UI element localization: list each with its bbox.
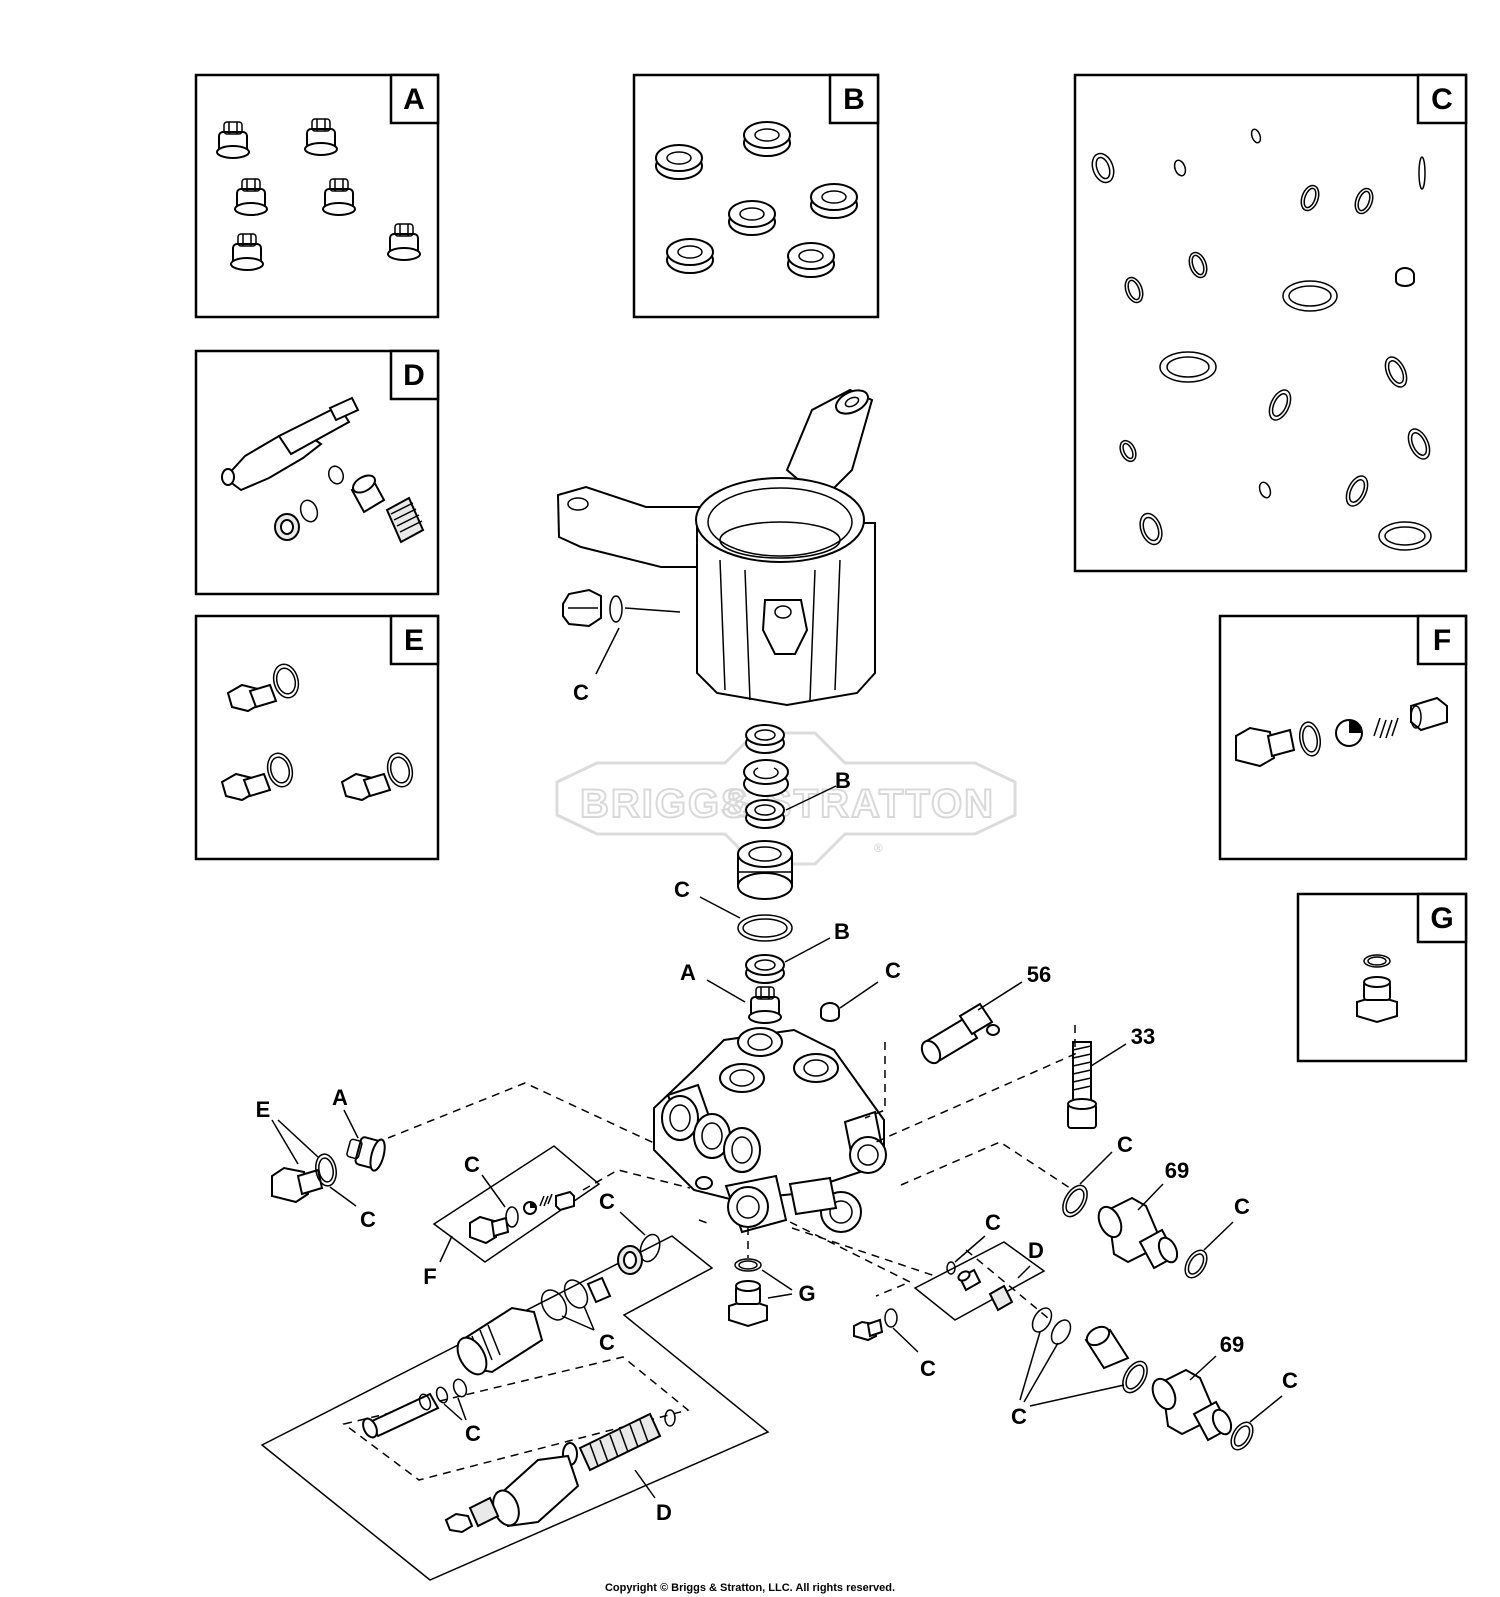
callout-e-left: E (256, 1097, 271, 1122)
left-plug-and-valve: E A C (256, 1085, 386, 1232)
kit-f-letter: F (1433, 624, 1451, 657)
pump-manifold (653, 1027, 887, 1234)
callout-d-small: D (1028, 1238, 1044, 1263)
drain-plug-kit (1356, 954, 1398, 1024)
watermark-brand-left: BRIGGS (580, 782, 750, 826)
watermark-registered: ® (874, 841, 883, 855)
callout-c-left: C (360, 1207, 376, 1232)
copyright-notice: Copyright © Briggs & Stratton, LLC. All … (604, 1582, 896, 1594)
callout-c-unloader-2: C (599, 1330, 615, 1355)
small-cap: C (820, 958, 901, 1022)
callout-c-69-top-right: C (1234, 1194, 1250, 1219)
kit-b-letter: B (843, 83, 865, 116)
relief-valve-kit (1235, 696, 1448, 768)
callout-c-69-bottom-right: C (1282, 1368, 1298, 1393)
callout-c-bottom-plug: C (920, 1356, 936, 1381)
kit-d-spring (390, 502, 423, 533)
callout-d-unloader: D (656, 1500, 672, 1525)
brand-watermark: BRIGGS & STRATTON ® (555, 731, 1017, 866)
callout-c-d-small: C (985, 1210, 1001, 1235)
kit-box-g: G (1296, 892, 1468, 1063)
callout-c-cluster: C (1011, 1404, 1027, 1429)
relief-valve-group-f: C F (423, 1145, 601, 1289)
pump-housing (556, 388, 876, 707)
assembly-dashed-lines (387, 1025, 1076, 1319)
callout-c-unloader-3: C (465, 1421, 481, 1446)
top-check-valve: A (680, 960, 782, 1024)
callout-a-top: A (680, 960, 696, 985)
fitting-69-upper: C 69 C (1062, 1132, 1250, 1279)
kit-box-a: A (194, 73, 440, 319)
callout-c-housing-plug: C (573, 680, 589, 705)
callout-f-kit: F (423, 1264, 436, 1289)
callout-b-lower: B (834, 919, 850, 944)
kit-g-letter: G (1430, 902, 1453, 935)
small-d-group: C D (913, 1210, 1046, 1321)
callout-c-mid: C (674, 877, 690, 902)
callout-b-upper: B (835, 768, 851, 793)
o-ring-set (1091, 128, 1432, 551)
kit-box-b: B (632, 73, 880, 319)
seal-set (655, 121, 858, 278)
callout-a-left: A (332, 1085, 348, 1110)
kit-c-letter: C (1431, 83, 1453, 116)
fitting-69-lower: C 69 C (1011, 1307, 1298, 1451)
unloader-assembly-kit (221, 396, 425, 544)
callout-c-cap: C (885, 958, 901, 983)
kit-box-f: F (1218, 614, 1468, 861)
bolt-33: 33 (1067, 1024, 1155, 1129)
watermark-brand-right: STRATTON (765, 782, 995, 826)
callout-33: 33 (1131, 1024, 1155, 1049)
kit-box-c: C (1073, 73, 1468, 573)
seal-stack: B C B (674, 724, 851, 984)
kit-box-d: D (194, 349, 440, 596)
callout-c-f-kit: C (464, 1152, 480, 1177)
callout-69-top: 69 (1165, 1158, 1189, 1183)
kit-d-letter: D (403, 359, 425, 392)
plug-and-o-ring-set (220, 663, 414, 802)
callout-g-plug: G (798, 1281, 815, 1306)
callout-56: 56 (1027, 962, 1051, 987)
kit-box-e: E (194, 614, 440, 861)
housing-plug: C (562, 588, 623, 705)
callout-69-bottom: 69 (1220, 1332, 1244, 1357)
fitting-56: 56 (920, 962, 1051, 1065)
unloader-group: C C C D (260, 1189, 770, 1581)
check-valve-set (216, 118, 421, 271)
kit-f-spring (1373, 717, 1399, 739)
kit-e-letter: E (404, 624, 424, 657)
small-plug-bottom: C (853, 1308, 936, 1381)
drain-plug-g: G (728, 1258, 816, 1328)
callout-c-69-top: C (1117, 1132, 1133, 1157)
callout-c-unloader: C (599, 1189, 615, 1214)
kit-a-letter: A (403, 83, 425, 116)
